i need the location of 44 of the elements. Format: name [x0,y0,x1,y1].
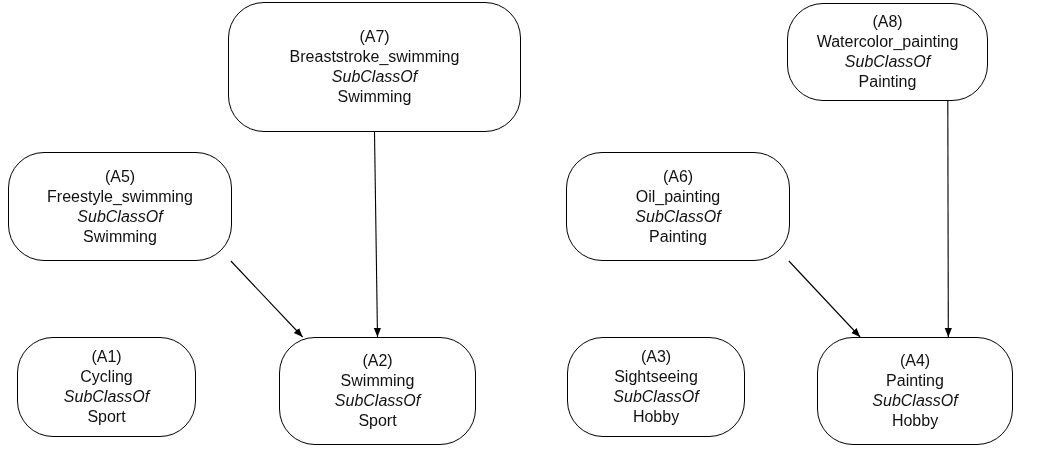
class-name: Sightseeing [614,367,698,387]
superclass-name: Painting [649,226,707,247]
class-name: Breaststroke_swimming [289,47,460,67]
class-name: Watercolor_painting [816,32,959,52]
relation-label: SubClassOf [613,387,699,407]
axiom-id: (A5) [104,166,136,187]
axiom-id: (A7) [359,27,390,47]
relation-label: SubClassOf [331,67,418,87]
class-name: Cycling [80,367,133,387]
relation-label: SubClassOf [844,52,931,72]
axiom-id: (A4) [899,351,931,371]
arrow [230,260,304,338]
relation-label: SubClassOf [635,206,721,227]
superclass-name: Swimming [337,87,412,107]
class-axiom-box [817,337,1013,445]
axiom-id: (A3) [640,347,672,367]
axiom-id: (A8) [872,12,903,32]
class-axiom-box [8,152,232,261]
axiom-id: (A6) [662,166,694,187]
superclass-name: Swimming [83,226,157,247]
superclass-name: Sport [358,411,397,431]
arrow [788,260,861,338]
relation-label: SubClassOf [77,206,163,227]
superclass-name: Sport [87,407,126,427]
axiom-id: (A1) [91,347,122,367]
class-name: Oil_painting [635,186,721,207]
axiom-id: (A2) [362,351,393,371]
class-axiom-box [279,337,476,445]
class-axiom-box [17,337,196,437]
class-axiom-box [787,3,988,101]
relation-label: SubClassOf [63,387,150,407]
class-name: Painting [886,371,944,391]
superclass-name: Hobby [891,411,939,431]
relation-label: SubClassOf [872,391,958,411]
class-axiom-box [567,337,745,437]
arrow [944,100,952,338]
class-axiom-box [228,2,521,132]
class-axiom-box [566,152,790,261]
relation-label: SubClassOf [334,391,421,411]
arrow [373,131,381,338]
class-name: Swimming [340,371,415,391]
superclass-name: Hobby [632,407,680,427]
class-name: Freestyle_swimming [47,186,193,207]
superclass-name: Painting [858,72,917,92]
